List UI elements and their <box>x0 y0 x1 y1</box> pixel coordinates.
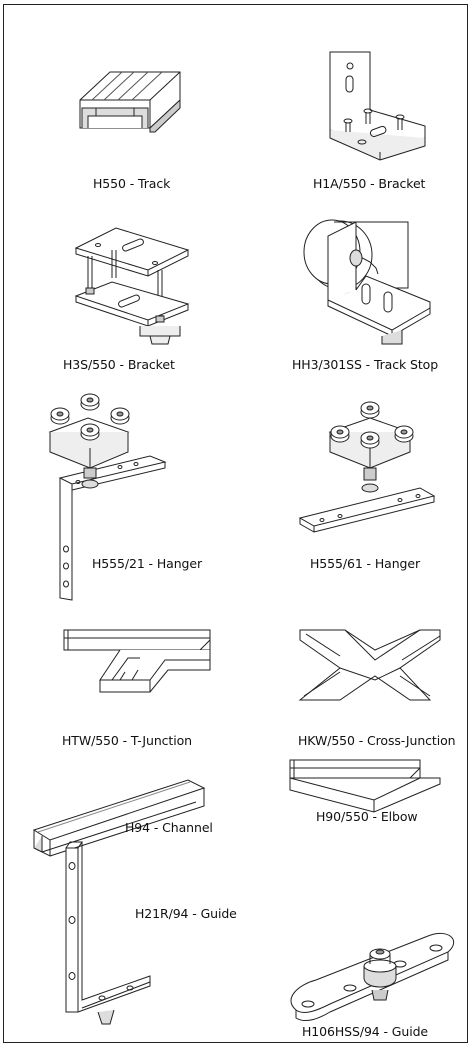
h555-61-caption: H555/61 - Hanger <box>310 556 420 571</box>
h3s-caption: H3S/550 - Bracket <box>63 357 175 372</box>
h1a-caption: H1A/550 - Bracket <box>313 176 426 191</box>
htw-caption: HTW/550 - T-Junction <box>62 733 192 748</box>
h94-caption: H94 - Channel <box>125 820 213 835</box>
h555-21-caption: H555/21 - Hanger <box>92 556 202 571</box>
product-sheet-frame <box>3 4 468 1043</box>
hh3-caption: HH3/301SS - Track Stop <box>292 357 439 372</box>
h106-caption: H106HSS/94 - Guide <box>302 1024 429 1039</box>
h550-caption: H550 - Track <box>93 176 171 191</box>
hkw-caption: HKW/550 - Cross-Junction <box>298 733 456 748</box>
h21r-caption: H21R/94 - Guide <box>135 906 237 921</box>
h90-caption: H90/550 - Elbow <box>316 809 418 824</box>
